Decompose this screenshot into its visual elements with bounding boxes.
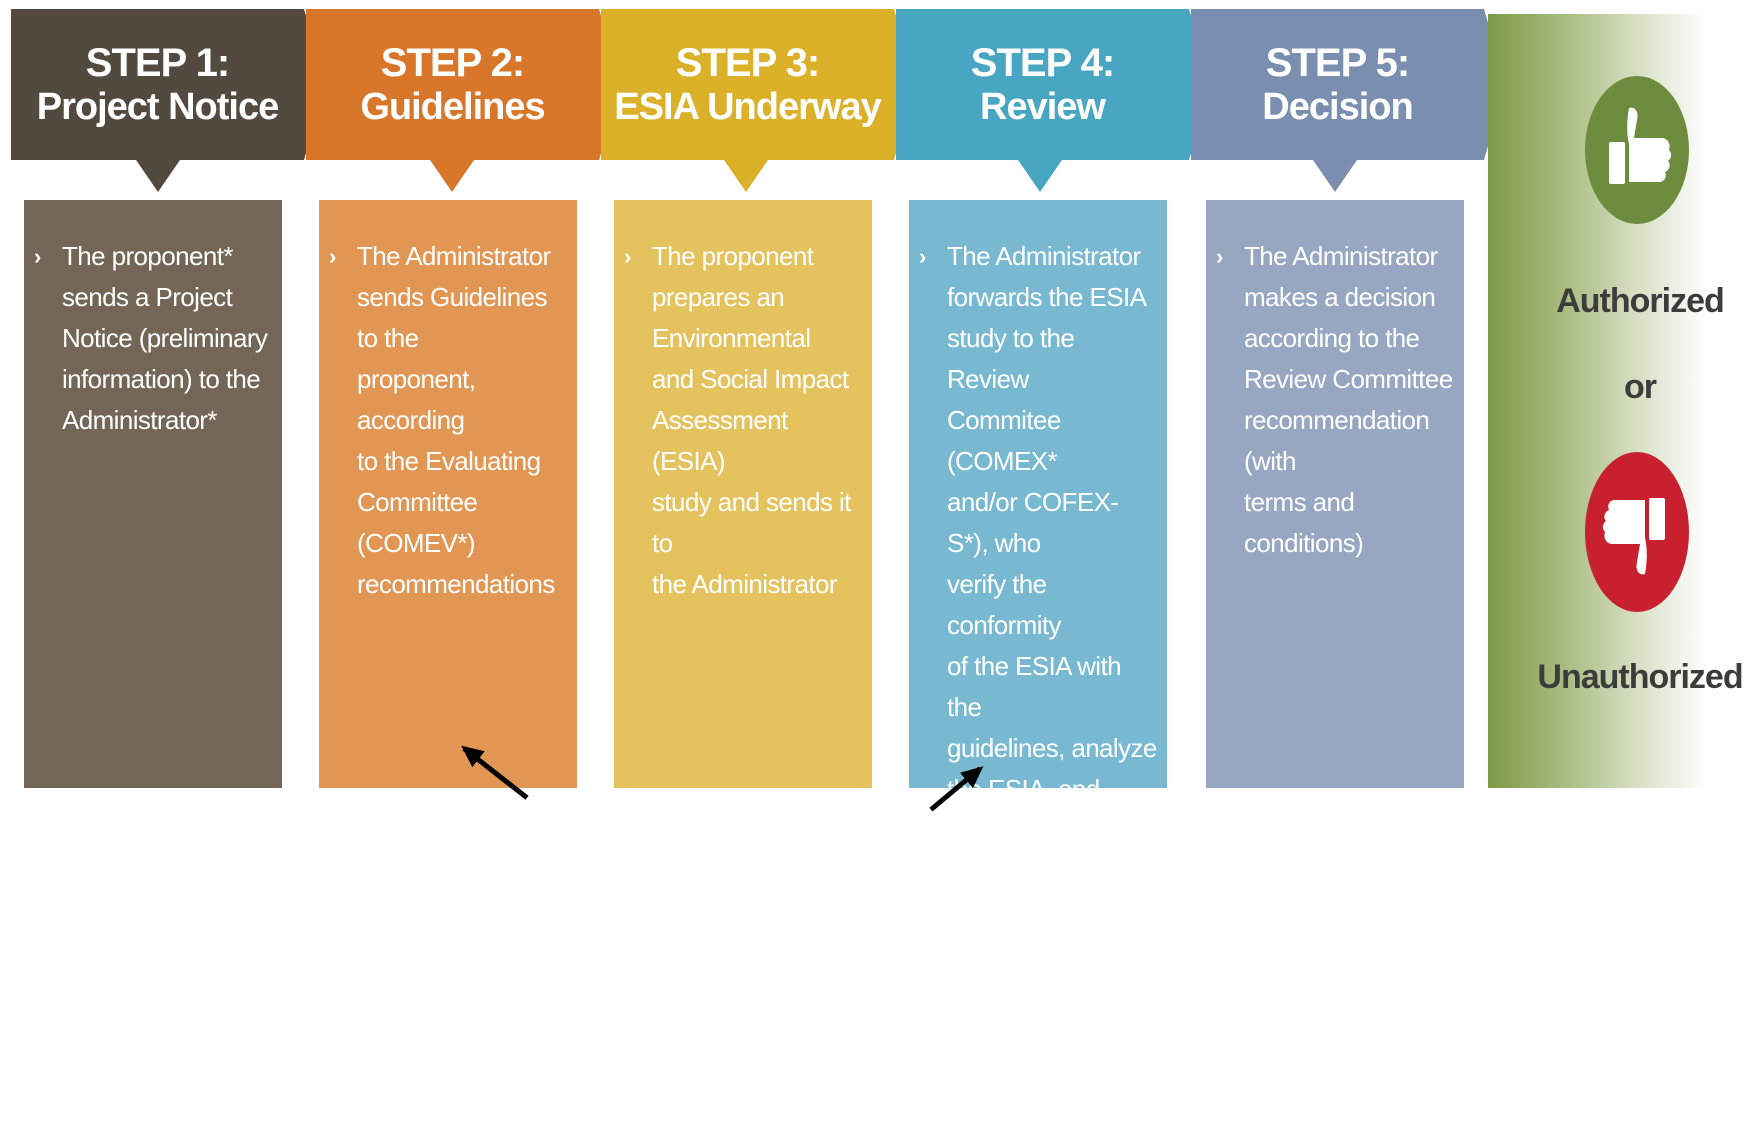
step-1-title: STEP 1: xyxy=(85,40,230,85)
step-3-title: STEP 3: xyxy=(675,40,820,85)
step-2-description: › The Administrator sends Guidelines to … xyxy=(319,200,577,788)
step-5-description: › The Administrator makes a decision acc… xyxy=(1206,200,1464,788)
thumbs-down-icon xyxy=(1585,452,1689,612)
step-4-pointer xyxy=(1018,160,1062,192)
thumbs-up-icon xyxy=(1585,76,1689,224)
bullet-arrow-icon: › xyxy=(919,244,927,269)
step-2-name: Guidelines xyxy=(360,85,545,128)
step-3-name: ESIA Underway xyxy=(614,85,881,128)
step-2-title: STEP 2: xyxy=(380,40,525,85)
step-1-header: STEP 1: Project Notice xyxy=(11,9,304,160)
step-5-title: STEP 5: xyxy=(1265,40,1410,85)
step-4-title: STEP 4: xyxy=(970,40,1115,85)
bullet-arrow-icon: › xyxy=(1216,244,1224,269)
step-2-bullet-item: › The Administrator sends Guidelines to … xyxy=(329,236,569,605)
bullet-arrow-icon: › xyxy=(624,244,632,269)
bullet-arrow-icon: › xyxy=(34,244,42,269)
step-3-pointer xyxy=(724,160,768,192)
step-5-bullet-item: › The Administrator makes a decision acc… xyxy=(1216,236,1456,564)
step-3-description: › The proponent prepares an Environmenta… xyxy=(614,200,872,788)
or-label: or xyxy=(1624,368,1657,406)
step-4-name: Review xyxy=(980,85,1106,128)
step-5-name: Decision xyxy=(1262,85,1413,128)
step-2-text: The Administrator sends Guidelines to th… xyxy=(357,241,555,599)
step-5-text: The Administrator makes a decision accor… xyxy=(1244,241,1453,558)
step-4-text: The Administrator forwards the ESIA stud… xyxy=(947,241,1157,1132)
step-3-bullet-item: › The proponent prepares an Environmenta… xyxy=(624,236,864,605)
thumbs-up-glyph xyxy=(1609,107,1672,184)
step-1-pointer xyxy=(136,160,180,192)
step-1-name: Project Notice xyxy=(36,85,280,128)
step-5-header: STEP 5: Decision xyxy=(1191,9,1484,160)
unauthorized-label: Unauthorized xyxy=(1537,658,1743,696)
step-5-pointer xyxy=(1313,160,1357,192)
step-2-header: STEP 2: Guidelines xyxy=(306,9,599,160)
step-1-bullet-item: › The proponent* sends a Project Notice … xyxy=(34,236,274,441)
step-4-header: STEP 4: Review xyxy=(896,9,1189,160)
step-2-pointer xyxy=(430,160,474,192)
authorized-label: Authorized xyxy=(1556,282,1725,320)
step-3-header: STEP 3: ESIA Underway xyxy=(601,9,894,160)
step-4-bullet-item: › The Administrator forwards the ESIA st… xyxy=(919,236,1159,1138)
step-4-description: › The Administrator forwards the ESIA st… xyxy=(909,200,1167,1132)
thumbs-down-glyph xyxy=(1602,498,1665,575)
step-1-text: The proponent* sends a Project Notice (p… xyxy=(62,241,268,435)
step-3-text: The proponent prepares an Environmental … xyxy=(652,241,851,599)
step-1-description: › The proponent* sends a Project Notice … xyxy=(24,200,282,788)
bullet-arrow-icon: › xyxy=(329,244,337,269)
